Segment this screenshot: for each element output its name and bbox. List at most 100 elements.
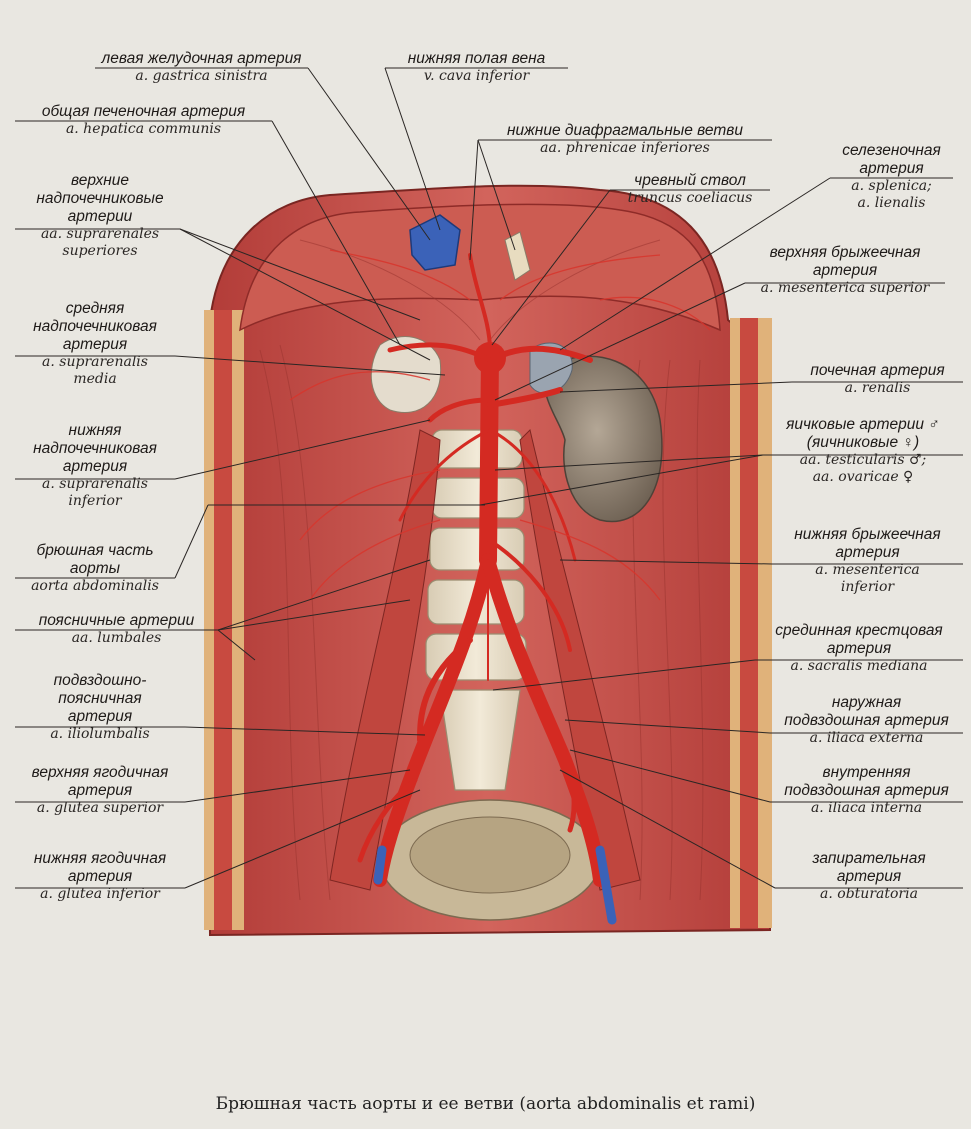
spine xyxy=(425,429,527,791)
label-ru: срединная крестцовая xyxy=(775,622,943,639)
label-lumbales: поясничные артерии aa. lumbales xyxy=(15,612,218,647)
figure-caption: Брюшная часть аорты и ее ветви (aorta ab… xyxy=(215,1094,756,1114)
label-suprarenalis-media: средняя надпочечниковая артерия a. supra… xyxy=(15,300,175,388)
label-renalis: почечная артерия a. renalis xyxy=(792,362,963,397)
label-ru: (яичниковые ♀) xyxy=(806,434,920,451)
label-mesenterica-superior: верхняя брыжеечная артерия a. mesenteric… xyxy=(745,244,945,297)
label-ru: артерия xyxy=(67,868,133,885)
label-ru: поясничная xyxy=(58,690,142,707)
left-psoas xyxy=(329,429,441,891)
label-la: a. sacralis mediana xyxy=(790,658,928,674)
label-la: a. glutea inferior xyxy=(40,886,160,902)
label-la: aa. lumbales xyxy=(71,630,162,646)
label-ru: надпочечниковая xyxy=(33,318,157,335)
label-la: a. mesenterica superior xyxy=(760,280,930,296)
label-la: a. mesenterica xyxy=(815,562,920,578)
label-splenica: селезеночная артерия a. splenica; a. lie… xyxy=(830,142,953,212)
label-hepatica-communis: общая печеночная артерия a. hepatica com… xyxy=(15,103,272,138)
label-ru: нижние диафрагмальные ветви xyxy=(506,122,743,139)
label-la: media xyxy=(73,371,117,387)
label-ru: артерия xyxy=(67,782,133,799)
label-la: aa. ovaricae ♀ xyxy=(812,469,914,485)
label-ru: надпочечниковая xyxy=(33,440,157,457)
label-ru: нижняя брыжеечная xyxy=(794,526,941,543)
label-ru: аорты xyxy=(69,560,121,577)
label-ru: поясничные артерии xyxy=(38,612,195,629)
label-ru: левая желудочная артерия xyxy=(101,50,302,67)
label-ru: верхняя ягодичная xyxy=(31,764,169,781)
label-ru: почечная артерия xyxy=(810,362,945,379)
label-ru: нижняя полая вена xyxy=(407,50,546,67)
label-obturatoria: запирательная артерия a. obturatoria xyxy=(775,850,963,903)
label-ru: нижняя ягодичная xyxy=(33,850,167,867)
kidney xyxy=(543,355,663,523)
label-la: a. lienalis xyxy=(857,195,926,211)
label-la: aa. suprarenales xyxy=(40,226,160,242)
label-mesenterica-inferior: нижняя брыжеечная артерия a. mesenterica… xyxy=(772,526,963,596)
label-ru: средняя xyxy=(65,300,125,317)
label-la: superiores xyxy=(62,243,138,259)
label-la: a. hepatica communis xyxy=(65,121,222,137)
label-ru: артерия xyxy=(812,262,878,279)
label-la: a. iliolumbalis xyxy=(50,726,150,742)
label-ru: артерия xyxy=(826,640,892,657)
label-ru: верхняя брыжеечная xyxy=(769,244,921,261)
label-ru: артерия xyxy=(62,336,128,353)
label-la: v. cava inferior xyxy=(423,68,530,84)
label-la: a. iliaca interna xyxy=(810,800,923,816)
label-ru: чревный ствол xyxy=(634,172,746,189)
label-la: inferior xyxy=(68,493,122,509)
label-cava-inferior: нижняя полая вена v. cava inferior xyxy=(385,50,568,85)
label-ru: артерия xyxy=(62,458,128,475)
aorta-tree xyxy=(357,253,607,887)
label-la: a. suprarenalis xyxy=(42,354,148,370)
label-ru: яичковые артерии ♂ xyxy=(786,416,940,433)
label-la: a. splenica; xyxy=(851,178,932,194)
label-la: aa. testicularis ♂; xyxy=(799,452,927,468)
label-ru: запирательная xyxy=(812,850,926,867)
label-la: aorta abdominalis xyxy=(31,578,159,594)
iliac-vein-right xyxy=(595,845,617,925)
label-glutea-superior: верхняя ягодичная артерия a. glutea supe… xyxy=(15,764,185,817)
label-ru: нижняя xyxy=(68,422,122,439)
label-la: truncus coeliacus xyxy=(627,190,753,206)
label-ru: общая печеночная артерия xyxy=(41,103,246,120)
label-la: a. iliaca externa xyxy=(809,730,924,746)
leader-lines xyxy=(15,67,963,889)
right-psoas xyxy=(519,429,641,891)
label-ru: селезеночная xyxy=(842,142,941,159)
label-ru: подвздошная артерия xyxy=(784,712,949,729)
label-ru: артерии xyxy=(67,208,133,225)
label-ru: подвздошно- xyxy=(53,672,147,689)
label-ru: надпочечниковые xyxy=(36,190,164,207)
label-suprarenalis-inferior: нижняя надпочечниковая артерия a. suprar… xyxy=(15,422,175,510)
label-ru: артерия xyxy=(67,708,133,725)
label-ru: внутренняя xyxy=(822,764,911,781)
label-ru: подвздошная артерия xyxy=(784,782,949,799)
label-la: inferior xyxy=(840,579,895,595)
label-la: a. obturatoria xyxy=(820,886,918,902)
label-iliaca-interna: внутренняя подвздошная артерия a. iliaca… xyxy=(770,764,963,817)
right-suprarenal xyxy=(529,342,573,394)
label-la: a. gastrica sinistra xyxy=(135,68,268,84)
label-iliaca-externa: наружная подвздошная артерия a. iliaca e… xyxy=(770,694,963,747)
label-suprarenales-superiores: верхние надпочечниковые артерии aa. supr… xyxy=(15,172,185,260)
label-la: aa. phrenicae inferiores xyxy=(540,140,710,156)
label-ru: артерия xyxy=(835,544,900,561)
label-testicularis: яичковые артерии ♂ (яичниковые ♀) aa. te… xyxy=(763,416,963,486)
label-iliolumbalis: подвздошно- поясничная артерия a. iliolu… xyxy=(15,672,185,743)
label-la: a. glutea superior xyxy=(36,800,164,816)
label-la: a. renalis xyxy=(844,380,911,396)
label-ru: наружная xyxy=(831,694,902,711)
iliac-vein-left xyxy=(373,845,387,885)
label-ru: артерия xyxy=(836,868,902,885)
label-ru: верхние xyxy=(71,172,129,189)
label-aorta-abdominalis: брюшная часть аорты aorta abdominalis xyxy=(15,542,175,595)
label-la: a. suprarenalis xyxy=(42,476,148,492)
label-ru: артерия xyxy=(859,160,924,177)
label-coeliacus: чревный ствол truncus coeliacus xyxy=(610,172,770,207)
label-sacralis-mediana: срединная крестцовая артерия a. sacralis… xyxy=(755,622,963,675)
label-phrenicae: нижние диафрагмальные ветви aa. phrenica… xyxy=(478,122,772,157)
